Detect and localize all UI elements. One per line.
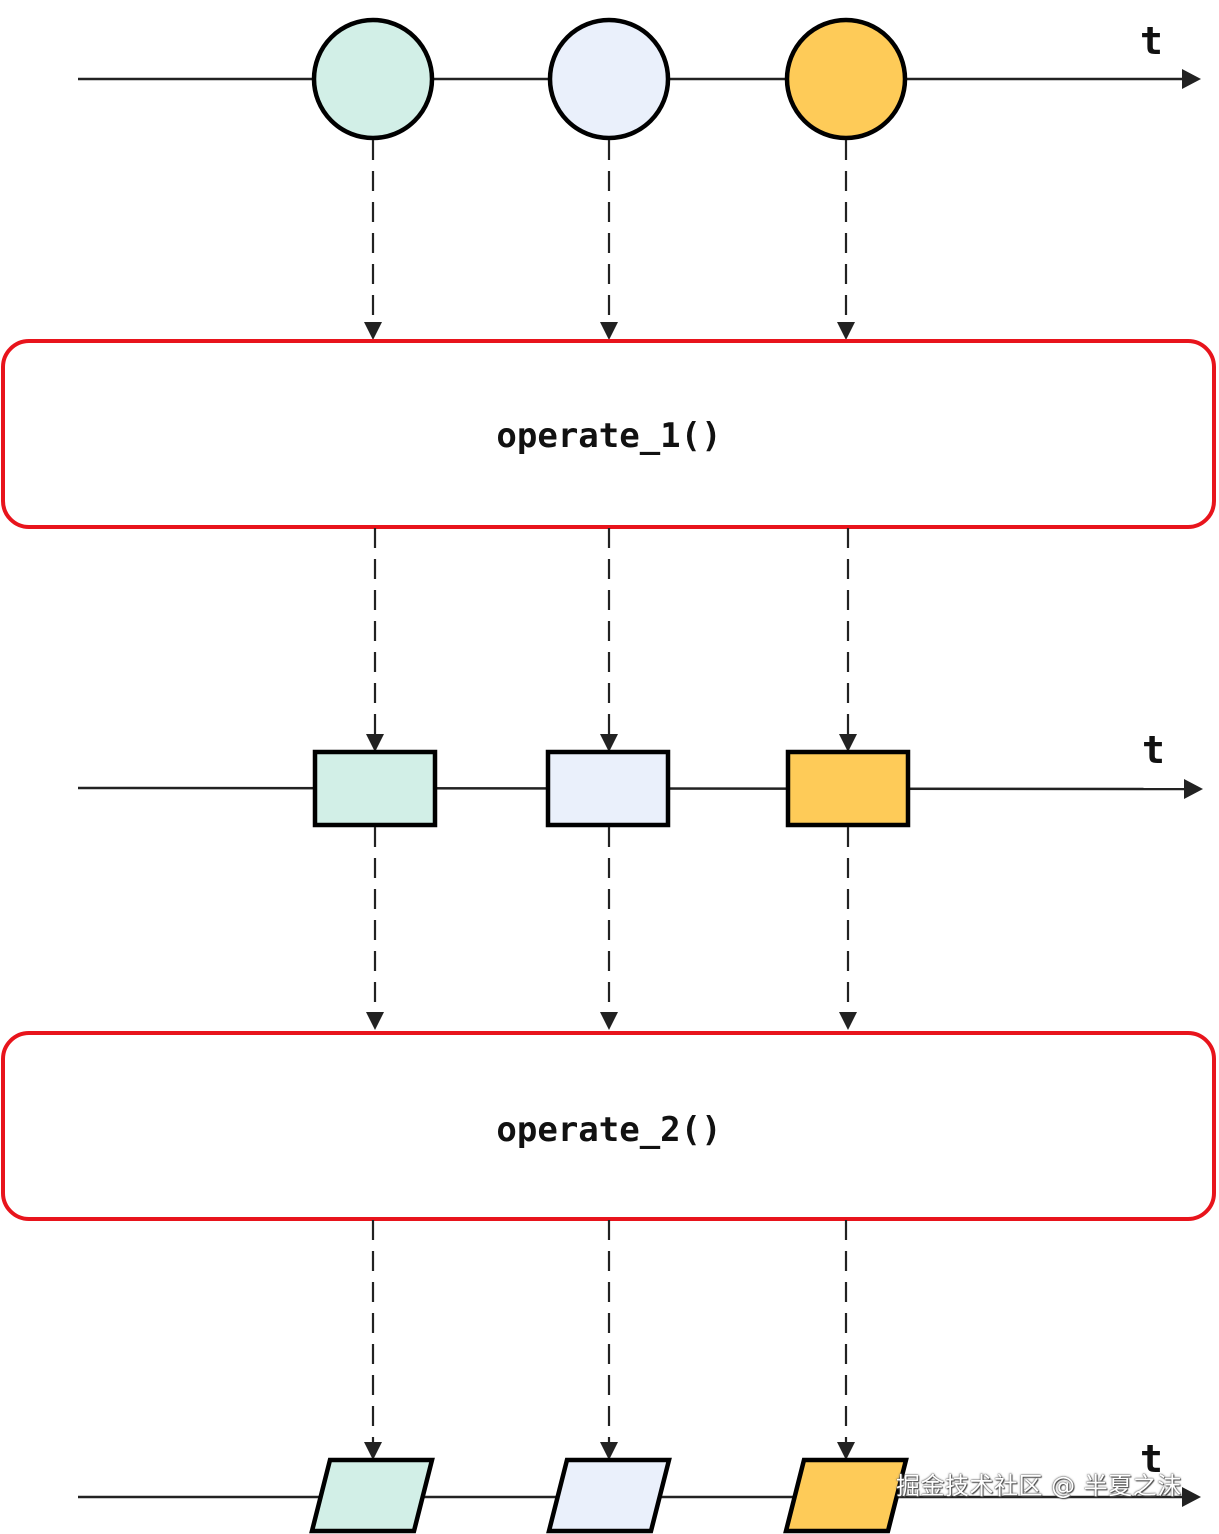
flow-arrowhead (366, 734, 384, 752)
time-axis-label: t (1142, 728, 1165, 772)
timeline-arrowhead (1182, 69, 1201, 89)
time-axis-label: t (1140, 1437, 1163, 1481)
flow-arrowhead (366, 1012, 384, 1030)
flow-arrowhead (600, 734, 618, 752)
operator-1-border (1, 339, 1216, 529)
flow-arrowhead (839, 1012, 857, 1030)
timeline-arrowhead (1184, 779, 1203, 799)
timeline-after-operate-1: t (77, 728, 1203, 828)
parallelogram-item-3 (783, 1457, 909, 1534)
flow-arrowhead (600, 322, 618, 340)
rect-item-1 (312, 749, 438, 828)
flow-arrowhead (839, 734, 857, 752)
operator-2-label: operate_2() (496, 1110, 721, 1150)
flow-arrowhead (600, 1442, 618, 1460)
timeline-input: t (78, 17, 1201, 141)
flow-arrows-from-operate-2 (364, 1220, 855, 1460)
flow-arrowhead (837, 322, 855, 340)
flow-arrowhead (837, 1442, 855, 1460)
input-circle-3 (784, 17, 908, 141)
timeline-arrowhead (1182, 1487, 1201, 1507)
parallelogram-item-1 (309, 1457, 435, 1534)
timeline-after-operate-2: t (78, 1437, 1201, 1534)
rect-item-3 (785, 749, 911, 828)
flow-arrows-from-operate-1 (366, 528, 857, 752)
parallelogram-item-2 (546, 1457, 672, 1534)
flow-arrowhead (364, 322, 382, 340)
operator-box-1: operate_1() (1, 339, 1216, 529)
input-circle-2 (547, 17, 671, 141)
operator-2-border (1, 1031, 1216, 1221)
rect-item-2 (545, 749, 671, 828)
flow-arrowhead (364, 1442, 382, 1460)
flow-arrows-to-operate-1 (364, 140, 855, 340)
flow-arrowhead (600, 1012, 618, 1030)
input-circle-1 (311, 17, 435, 141)
operator-box-2: operate_2() (1, 1031, 1216, 1221)
time-axis-label: t (1140, 19, 1163, 63)
watermark-text: 掘金技术社区 @ 半夏之沫 (896, 1472, 1182, 1500)
operator-1-label: operate_1() (496, 416, 721, 456)
flow-arrows-to-operate-2 (366, 827, 857, 1030)
